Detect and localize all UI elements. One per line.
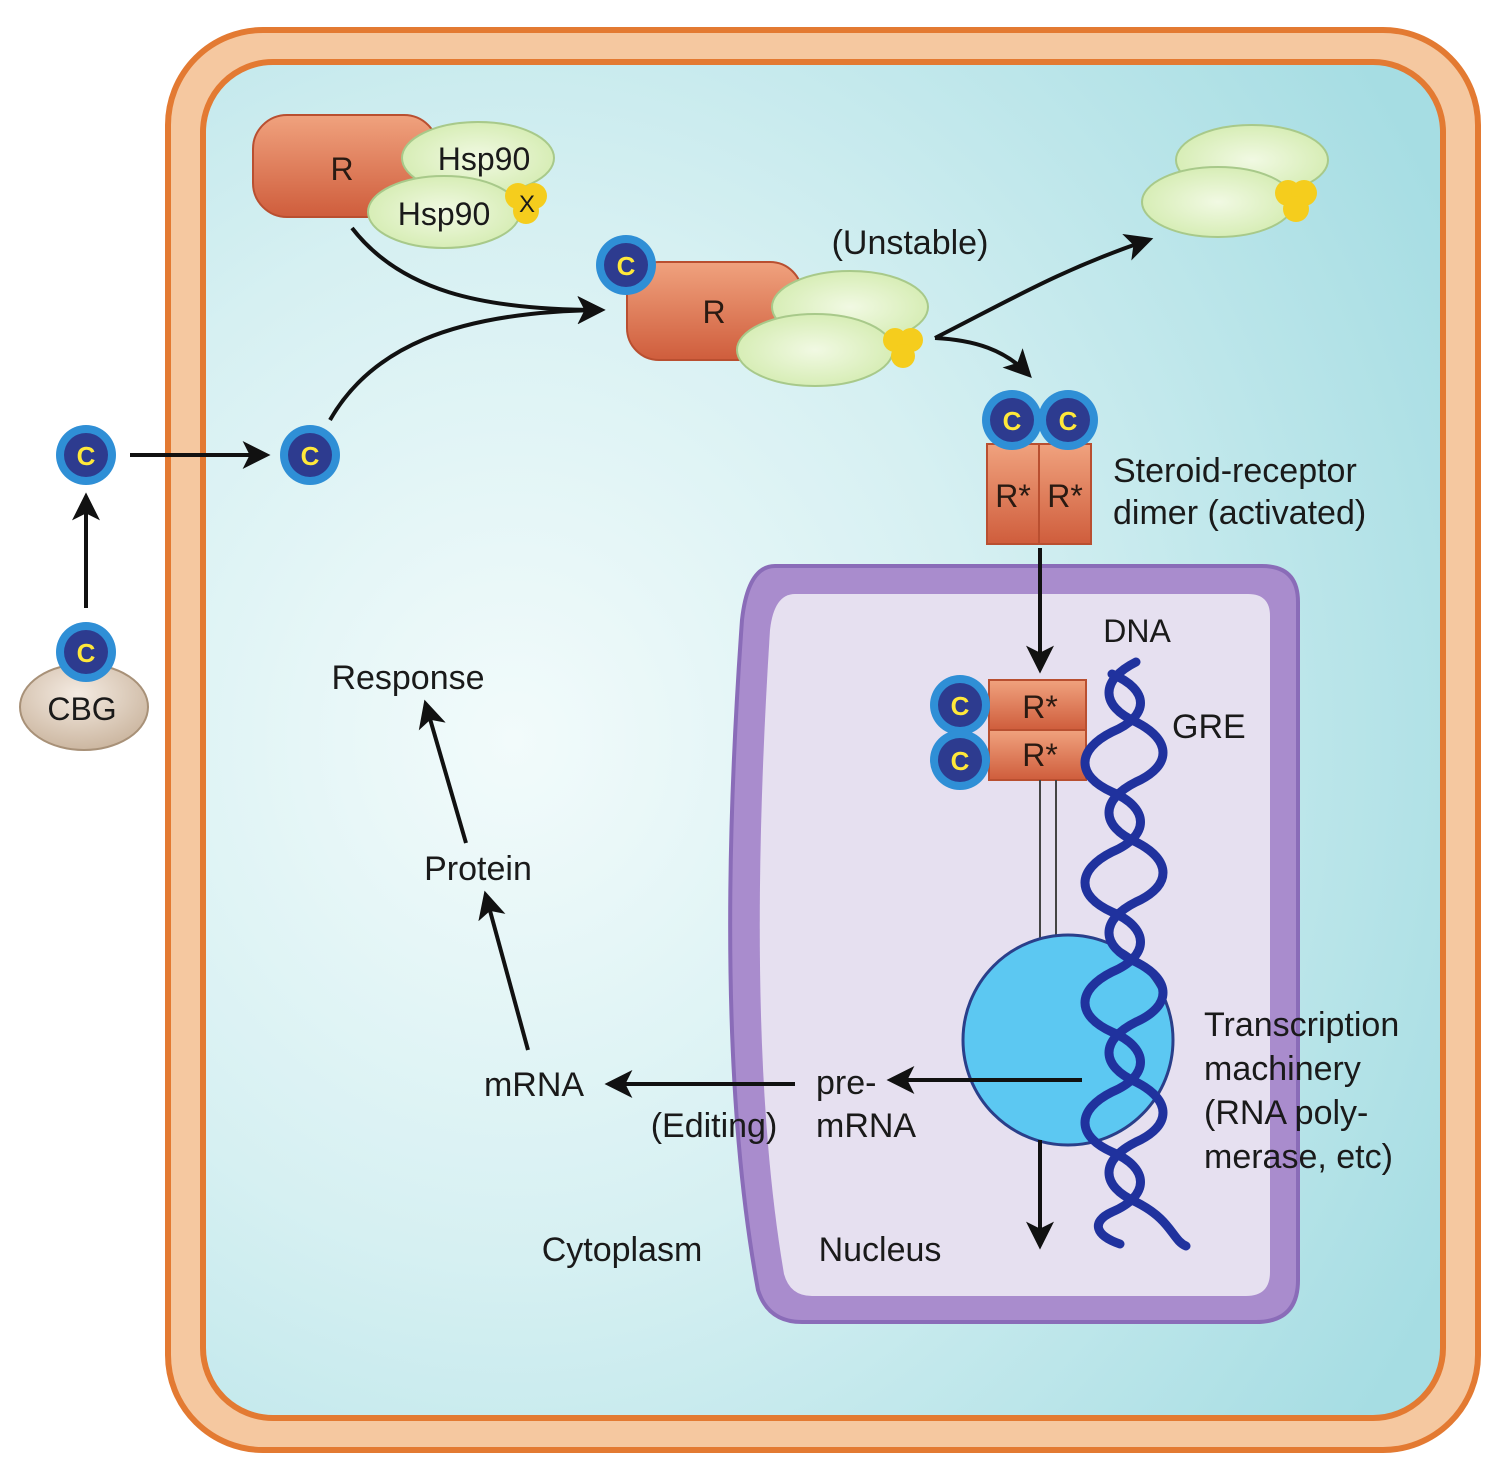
dimer-r-left (986, 443, 1040, 545)
dimer-label-line2: dimer (activated) (1113, 494, 1366, 532)
editing-label: (Editing) (651, 1107, 778, 1145)
svg-text:C: C (77, 441, 96, 471)
nuclear-r-bottom-label: R* (1022, 737, 1058, 773)
svg-text:C: C (617, 251, 636, 281)
nucleus-label: Nucleus (819, 1231, 942, 1269)
nucleus-envelope-inner (759, 594, 1270, 1296)
cortisol-molecule-bound: C (56, 622, 116, 682)
transcription-label-line4: merase, etc) (1204, 1138, 1393, 1176)
nuclear-r-top-label: R* (1022, 689, 1058, 725)
arrow-mrna-to-protein (478, 890, 530, 1051)
protein-label: Protein (424, 850, 532, 888)
transcription-label-line1: Transcription (1204, 1006, 1399, 1044)
cortisol-molecule: C (982, 390, 1042, 450)
arrow-hsp90-release (934, 233, 1154, 340)
cytoplasm-label: Cytoplasm (542, 1231, 703, 1269)
svg-text:C: C (77, 638, 96, 668)
premrna-label-line1: pre- (816, 1064, 876, 1102)
svg-text:C: C (1003, 406, 1022, 436)
ligand-x-label: X (519, 191, 535, 218)
cortisol-molecule: C (1038, 390, 1098, 450)
dimer-r-left-label: R* (995, 478, 1031, 514)
ligand-released (1275, 180, 1317, 222)
ligand-unstable (883, 328, 923, 368)
dimer-r-right (1038, 443, 1092, 545)
mrna-label: mRNA (484, 1066, 584, 1104)
unstable-receptor-complex: R (Unstable) (626, 224, 989, 387)
cbg-label: CBG (47, 691, 116, 727)
hsp90-top-label: Hsp90 (438, 141, 531, 177)
cortisol-molecule: C (930, 730, 990, 790)
gre-label: GRE (1172, 708, 1246, 746)
svg-text:C: C (951, 746, 970, 776)
hsp90-released-bottom (1141, 166, 1295, 238)
receptor-hsp90-complex: R Hsp90 Hsp90 X (252, 114, 555, 249)
nuclear-r-top (988, 679, 1087, 731)
cortisol-molecule: C (596, 235, 656, 295)
ligand-x: X (505, 183, 547, 224)
svg-text:C: C (301, 441, 320, 471)
dimer-r-right-label: R* (1047, 478, 1083, 514)
cortisol-molecule: C (930, 675, 990, 735)
arrow-cortisol-to-complex (328, 296, 606, 421)
arrow-receptor-to-complex (350, 226, 606, 324)
svg-text:C: C (951, 691, 970, 721)
receptor-unstable-label: R (702, 294, 725, 330)
nuclear-r-bottom (988, 729, 1087, 781)
nucleus (728, 564, 1300, 1324)
transcription-label-line2: machinery (1204, 1050, 1361, 1088)
arrows (72, 226, 1154, 1250)
dna-label: DNA (1103, 613, 1171, 649)
unstable-label: (Unstable) (832, 224, 989, 262)
premrna-label-line2: mRNA (816, 1107, 916, 1145)
dna-helix (1080, 657, 1191, 1251)
receptor-label: R (330, 151, 353, 187)
hsp90-unstable-bottom (736, 313, 894, 387)
response-label: Response (331, 659, 484, 697)
released-hsp90 (1141, 124, 1329, 238)
activated-dimer-cytoplasm: R* R* Steroid-receptor dimer (activated) (986, 443, 1366, 545)
arrow-to-dimer (934, 336, 1032, 379)
cortisol-molecule: C (56, 425, 116, 485)
transcription-label-line3: (RNA poly- (1204, 1094, 1368, 1132)
dimer-label-line1: Steroid-receptor (1113, 452, 1357, 490)
cortisol-molecule: C (280, 425, 340, 485)
labels: DNA GRE Transcription machinery (RNA pol… (331, 613, 1399, 1269)
svg-text:C: C (1059, 406, 1078, 436)
arrow-protein-to-response (418, 699, 468, 844)
hsp90-bottom-label: Hsp90 (398, 196, 491, 232)
activated-dimer-nucleus: R* R* (988, 679, 1087, 940)
